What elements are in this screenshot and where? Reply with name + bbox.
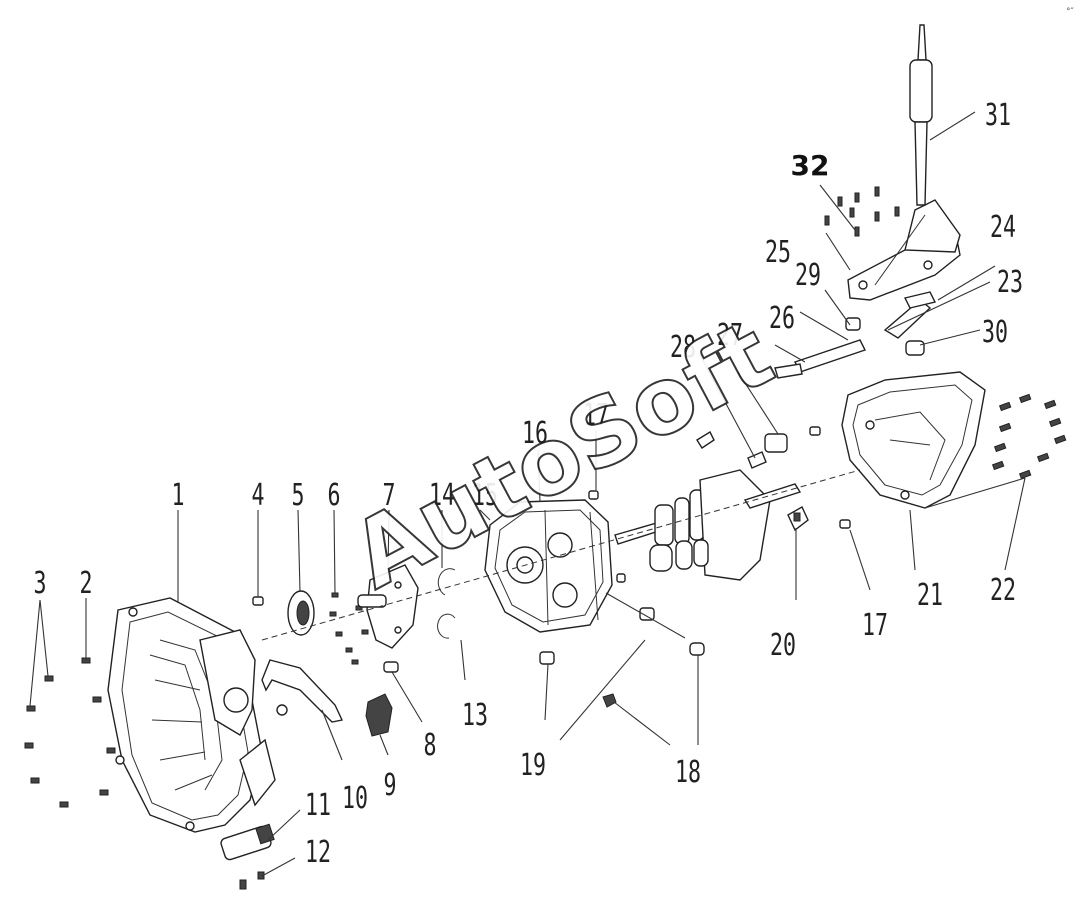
callout-20: 20 (770, 629, 796, 663)
part-small-bolts (329, 592, 369, 665)
callout-6: 6 (327, 479, 340, 513)
callout-17b: 17 (862, 609, 888, 643)
part-switch-27 (764, 433, 788, 453)
part-release-fork (261, 659, 344, 723)
callout-labels: 1 2 3 4 5 6 7 8 9 10 11 12 13 14 15 16 1… (33, 99, 1023, 870)
part-shift-lever (909, 24, 933, 206)
part-shift-linkage (883, 291, 937, 339)
part-fitting-30 (905, 340, 925, 356)
callout-15: 15 (472, 479, 498, 513)
callout-10: 10 (342, 782, 368, 816)
callout-1: 1 (171, 479, 184, 513)
callout-7: 7 (382, 479, 395, 513)
callout-29: 29 (795, 259, 821, 293)
part-rear-bolts (991, 393, 1067, 480)
part-fitting-29 (845, 317, 861, 331)
corner-mark: °″ (1066, 7, 1075, 17)
part-gear-train (614, 469, 802, 581)
part-rear-housing (841, 371, 986, 509)
part-bracket-20 (787, 506, 809, 532)
part-release-bearing (287, 590, 315, 636)
part-snap-ring-13 (437, 613, 456, 639)
callout-9: 9 (383, 769, 396, 803)
callout-28: 28 (670, 331, 696, 365)
callout-8: 8 (423, 729, 436, 763)
part-dowel-17 (588, 426, 851, 583)
part-bleed-screws (239, 871, 265, 890)
callout-22: 22 (990, 574, 1016, 608)
part-slave-cylinder (220, 823, 275, 861)
callout-32: 32 (791, 149, 830, 182)
callout-25: 25 (765, 236, 791, 270)
part-dowel-pin (252, 596, 264, 606)
callout-21: 21 (917, 579, 943, 613)
part-front-cover (357, 564, 419, 649)
callout-31: 31 (985, 99, 1011, 133)
part-plug (383, 661, 399, 673)
callout-16: 16 (522, 417, 548, 451)
part-drain-plug (602, 693, 617, 708)
callout-18: 18 (675, 756, 701, 790)
callout-26: 26 (769, 302, 795, 336)
callout-23: 23 (997, 266, 1023, 300)
part-shifter-tower (847, 199, 961, 301)
part-bolts-front (24, 657, 116, 808)
callout-27: 27 (717, 319, 743, 353)
callout-17a: 17 (583, 399, 609, 433)
part-snap-ring-14 (437, 568, 456, 596)
part-bell-housing (107, 597, 276, 833)
callout-11: 11 (305, 789, 331, 823)
callout-4: 4 (251, 479, 264, 513)
callout-2: 2 (79, 567, 92, 601)
callout-14: 14 (429, 479, 455, 513)
part-filler-plug (539, 607, 705, 665)
leader-lines (29, 111, 1026, 877)
callout-5: 5 (291, 479, 304, 513)
callout-12: 12 (305, 836, 331, 870)
part-shift-rod (774, 339, 866, 379)
callout-19: 19 (520, 749, 546, 783)
part-main-case (484, 499, 613, 633)
part-shifter-screws (824, 186, 900, 237)
callout-3: 3 (33, 567, 46, 601)
callout-30: 30 (982, 316, 1008, 350)
callout-24: 24 (990, 211, 1016, 245)
part-block (365, 693, 393, 737)
part-bracket-28 (696, 431, 767, 469)
callout-13: 13 (462, 699, 488, 733)
